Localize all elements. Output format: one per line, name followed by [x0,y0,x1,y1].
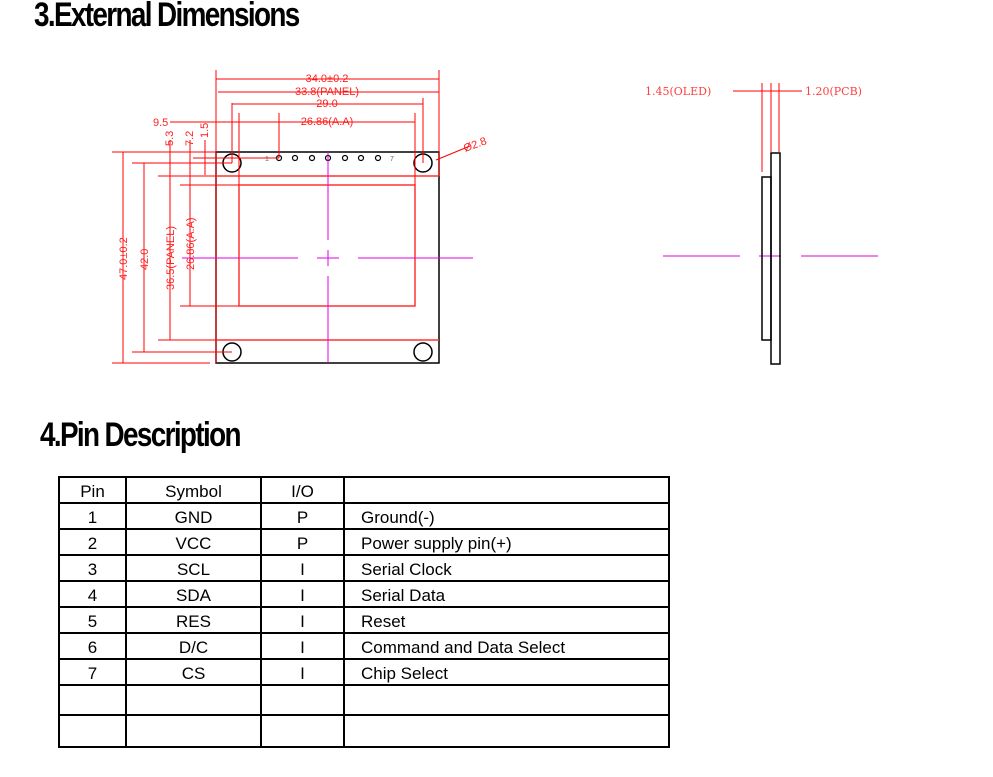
pin-io: I [260,632,345,660]
dim-width-panel: 33.8(PANEL) [295,86,359,98]
dimension-lines [112,70,802,364]
header-symbol: Symbol [125,476,262,504]
pin-symbol: D/C [125,632,262,660]
pin-7-label: 7 [390,156,394,163]
pin-description: Chip Select [343,658,670,686]
active-area [238,184,416,307]
dim-oled-thickness: 1.45(OLED) [645,85,711,98]
header-pin: Pin [58,476,127,504]
pin-io: I [260,580,345,608]
pin-symbol: CS [125,658,262,686]
empty-row [58,684,670,716]
pin-description: Ground(-) [343,502,670,530]
header-io: I/O [260,476,345,504]
side-view [761,152,781,365]
pin-number: 1 [58,502,127,530]
pin-symbol: VCC [125,528,262,556]
dim-5-3: 5.3 [164,131,176,146]
dim-offset-left: 9.5 [153,117,168,129]
pin-io: I [260,554,345,582]
pin-description: Command and Data Select [343,632,670,660]
dim-width-aa: 26.86(A.A) [301,116,354,128]
pin-number: 4 [58,580,127,608]
pin-description: Power supply pin(+) [343,528,670,556]
dim-hole-pitch-x: 29.0 [316,98,337,110]
pin-symbol: SCL [125,554,262,582]
dim-hole-pitch-y: 42.0 [139,249,151,270]
pin-number: 6 [58,632,127,660]
header-description [343,476,670,504]
pin-description: Serial Data [343,580,670,608]
pin-number: 2 [58,528,127,556]
dim-1-5: 1.5 [199,123,211,138]
pin-number: 5 [58,606,127,634]
pin-number: 7 [58,658,127,686]
pin-io: I [260,658,345,686]
dim-height-panel: 36.5(PANEL) [165,226,177,290]
center-lines [182,152,878,363]
table-header-row: Pin Symbol I/O [58,476,670,504]
dim-hole-diameter: Ø2.8 [462,135,489,154]
dim-7-2: 7.2 [184,131,196,146]
pin-number: 3 [58,554,127,582]
pin-io: P [260,502,345,530]
pin-description: Serial Clock [343,554,670,582]
section-4-title: 4.Pin Description [40,416,242,454]
pin-io: I [260,606,345,634]
pin-1-label: 1 [265,156,269,163]
external-dimensions-drawing: 34.0±0.2 33.8(PANEL) 29.0 26.86(A.A) 9.5… [112,70,878,365]
pin-description: Reset [343,606,670,634]
empty-row [58,714,670,748]
pin-symbol: GND [125,502,262,530]
mount-hole [413,342,433,362]
section-3-title: 3.External Dimensions [34,0,300,34]
dim-pcb-thickness: 1.20(PCB) [805,85,862,98]
dim-height-total: 47.0±0.2 [118,237,130,280]
dim-height-aa: 26.86(A.A) [185,217,197,270]
pin-symbol: RES [125,606,262,634]
pin-io: P [260,528,345,556]
pin-symbol: SDA [125,580,262,608]
dim-width-total: 34.0±0.2 [306,73,349,85]
